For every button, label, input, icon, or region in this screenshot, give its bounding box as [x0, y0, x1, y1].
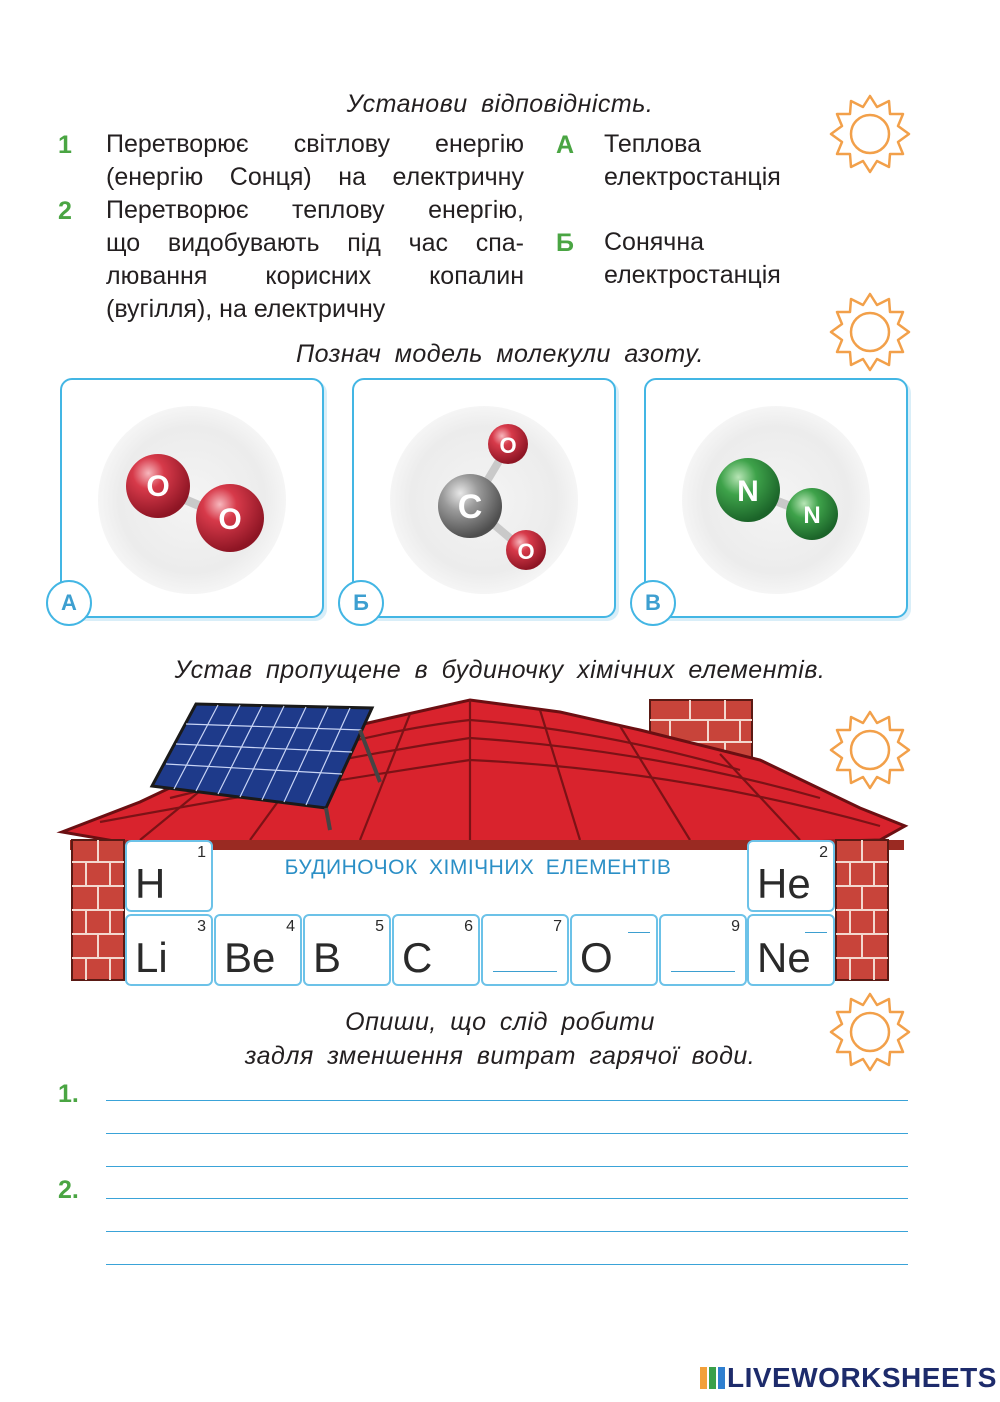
item-2-line-2: що видобувають під час спа-: [106, 229, 524, 257]
atom-label: O: [218, 503, 241, 536]
atom-label: C: [458, 488, 483, 526]
house-title: БУДИНОЧОК ХІМІЧНИХ ЕЛЕМЕНТІВ: [284, 856, 672, 879]
option-b-line-1: Сонячна: [604, 228, 705, 256]
task2-heading: Познач модель молекули азоту.: [296, 340, 704, 368]
element-cell-blank-7[interactable]: 7: [481, 914, 569, 986]
symbol-answer-blank[interactable]: [493, 971, 557, 972]
answer-line[interactable]: [106, 1166, 908, 1167]
option-a-line-1: Теплова: [604, 130, 701, 158]
atom-label: O: [146, 470, 169, 503]
element-cell-h: H 1: [125, 840, 213, 912]
atomic-number: 3: [197, 918, 206, 935]
item-2-text: Перетворює теплову енергію, що видобуваю…: [106, 194, 524, 326]
element-symbol: H: [135, 860, 166, 907]
house-illustration: [56, 698, 909, 981]
element-cell-he: He 2: [747, 840, 835, 912]
option-b-text[interactable]: Сонячна електростанція: [604, 226, 781, 292]
option-b-line-2: електростанція: [604, 261, 781, 289]
logo-mark-icon: [718, 1367, 725, 1389]
option-letter-b: Б: [556, 229, 574, 257]
item-2-line-4: (вугілля), на електричну: [106, 295, 386, 323]
solar-panel-icon: [149, 702, 382, 831]
atomic-number: 2: [819, 844, 828, 861]
atomic-number: 7: [553, 918, 562, 935]
atomic-number: 5: [375, 918, 384, 935]
brick-column-right: [835, 839, 889, 981]
number-answer-blank[interactable]: [805, 932, 827, 933]
element-cell-o: O: [570, 914, 658, 986]
option-a-line-2: електростанція: [604, 163, 781, 191]
answer-number-2: 2.: [58, 1176, 79, 1204]
task4-heading-line-2: задля зменшення витрат гарячої води.: [244, 1042, 756, 1070]
molecule-card-a[interactable]: O O: [60, 378, 324, 618]
atom-label: O: [499, 433, 516, 458]
answer-line[interactable]: [106, 1231, 908, 1232]
item-1-line-2: (енергію Сонця) на електричну: [106, 163, 524, 191]
molecule-card-c[interactable]: N N: [644, 378, 908, 618]
atom-label: N: [737, 475, 759, 508]
card-label-c[interactable]: В: [630, 580, 676, 626]
item-number-2: 2: [58, 197, 72, 225]
element-symbol: O: [580, 934, 613, 981]
answer-line[interactable]: [106, 1133, 908, 1134]
number-answer-blank[interactable]: [628, 932, 650, 933]
element-cell-be: Be 4: [214, 914, 302, 986]
option-letter-a: А: [556, 131, 575, 159]
atomic-number: 6: [464, 918, 473, 935]
element-symbol: B: [313, 934, 342, 981]
item-2-line-3: лювання корисних копалин: [106, 262, 524, 290]
element-symbol: Ne: [757, 934, 811, 981]
sun-icon: [829, 710, 911, 790]
atomic-number: 4: [286, 918, 295, 935]
element-cell-blank-9[interactable]: 9: [659, 914, 747, 986]
liveworksheets-logo: LIVEWORKSHEETS: [700, 1362, 997, 1394]
nitrogen-molecule-model: N N: [716, 458, 838, 540]
task1-heading: Установи відповідність.: [346, 90, 654, 118]
sun-icon: [829, 94, 911, 174]
logo-mark-icon: [709, 1367, 716, 1389]
element-symbol: Be: [224, 934, 276, 981]
item-1-text: Перетворює світлову енергію (енергію Сон…: [106, 128, 524, 194]
task4-heading-line-1: Опиши, що слід робити: [345, 1008, 655, 1036]
item-1-line-1: Перетворює світлову енергію: [106, 130, 524, 158]
element-cell-ne: Ne: [747, 914, 835, 986]
element-symbol: Li: [135, 934, 168, 981]
element-cell-li: Li 3: [125, 914, 213, 986]
item-number-1: 1: [58, 131, 72, 159]
atom-label: N: [803, 502, 820, 529]
element-symbol: C: [402, 934, 433, 981]
element-cell-c: C 6: [392, 914, 480, 986]
item-2-line-1: Перетворює теплову енергію,: [106, 196, 524, 224]
sun-icon: [829, 992, 911, 1072]
logo-text: LIVEWORKSHEETS: [727, 1362, 997, 1393]
oxygen-molecule-model: O O: [126, 454, 264, 552]
logo-mark-icon: [700, 1367, 707, 1389]
brick-column-left: [71, 839, 125, 981]
symbol-answer-blank[interactable]: [671, 971, 735, 972]
card-label-b[interactable]: Б: [338, 580, 384, 626]
element-symbol: He: [757, 860, 811, 907]
element-cell-b: B 5: [303, 914, 391, 986]
sun-icon: [829, 292, 911, 372]
answer-line[interactable]: [106, 1264, 908, 1265]
atom-label: O: [517, 539, 534, 564]
answer-line[interactable]: [106, 1198, 908, 1199]
molecule-card-b[interactable]: O C O: [352, 378, 616, 618]
card-label-a[interactable]: А: [46, 580, 92, 626]
atomic-number: 9: [731, 918, 740, 935]
answer-number-1: 1.: [58, 1080, 79, 1108]
option-a-text[interactable]: Теплова електростанція: [604, 128, 781, 194]
task3-heading: Устав пропущене в будиночку хімічних еле…: [174, 656, 826, 684]
atomic-number: 1: [197, 844, 206, 861]
carbon-dioxide-molecule-model: O C O: [438, 424, 546, 570]
answer-line[interactable]: [106, 1100, 908, 1101]
